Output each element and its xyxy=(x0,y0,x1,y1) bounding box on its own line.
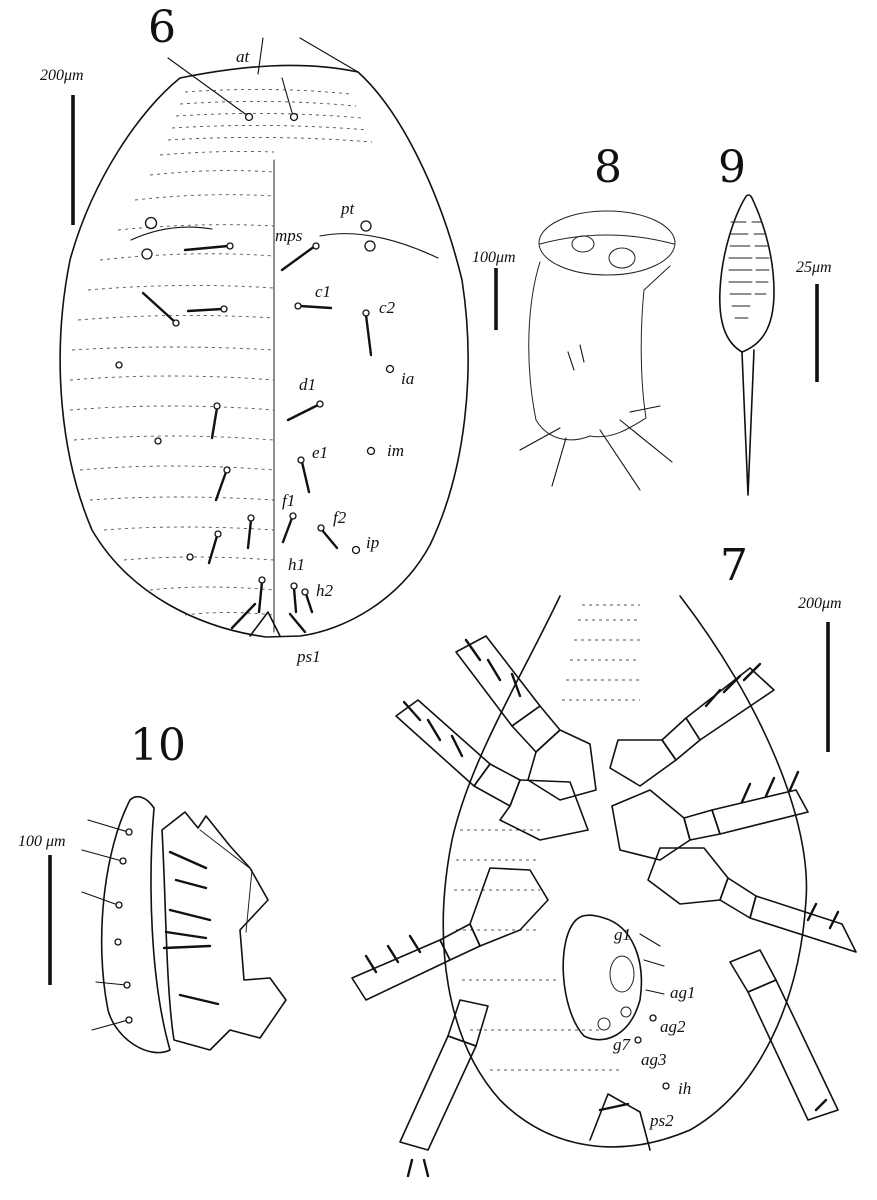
label-h2: h2 xyxy=(316,581,334,600)
aggenital-seta-ag2 xyxy=(649,1014,657,1022)
fig10-left-plate xyxy=(100,795,171,1054)
leg-III-left xyxy=(351,867,549,1001)
label-d1: d1 xyxy=(299,375,316,394)
striation-anterior xyxy=(562,604,640,701)
label-at: at xyxy=(236,47,251,66)
leg-IV-right xyxy=(729,949,839,1121)
leg-I-right xyxy=(609,662,775,787)
figure-10: 10 100 μm xyxy=(18,720,287,1054)
fig8-seta-5 xyxy=(629,405,661,413)
label-ps2: ps2 xyxy=(649,1111,674,1130)
label-ia: ia xyxy=(401,369,414,388)
figure-9: 9 25μm xyxy=(718,142,832,496)
label-g1: g1 xyxy=(614,925,631,944)
scale-label-fig6: 200μm xyxy=(40,67,84,84)
cupule-ip-left xyxy=(186,553,194,561)
pseudostigma-right xyxy=(360,220,372,232)
figure-6-dorsal-view: 6 200μm xyxy=(40,2,469,666)
figure-number-10: 10 xyxy=(130,720,186,771)
fig8-seta-2 xyxy=(551,437,567,487)
genital-acetabulum-2 xyxy=(597,1017,611,1031)
label-c1: c1 xyxy=(315,282,331,301)
figure-number-6: 6 xyxy=(148,2,176,53)
idiosoma-outline-ventral xyxy=(442,595,808,1148)
disc-opening-2 xyxy=(608,247,636,269)
scale-label-fig7: 200μm xyxy=(798,595,842,612)
genital-acetabulum-3 xyxy=(620,1006,632,1018)
leg-II-right xyxy=(611,770,809,861)
label-h1: h1 xyxy=(288,555,305,574)
fig10-right-structure xyxy=(161,811,287,1051)
label-ag1: ag1 xyxy=(670,983,696,1002)
cupule-ih xyxy=(662,1082,670,1090)
label-ag2: ag2 xyxy=(660,1017,686,1036)
scale-label-fig10: 100 μm xyxy=(18,833,66,850)
figure-number-7: 7 xyxy=(720,540,748,591)
leg-IV-left xyxy=(399,999,489,1178)
pseudostigma-right-2 xyxy=(364,240,376,252)
adanal-seta xyxy=(598,1102,630,1112)
fig10-setae xyxy=(81,819,220,1031)
fig8-seta-1 xyxy=(519,427,561,451)
fig8-seta-7 xyxy=(579,344,585,363)
disc-opening-1 xyxy=(571,235,595,253)
sensillus-left xyxy=(130,226,213,241)
cupule-im-left xyxy=(154,437,162,445)
label-ps1: ps1 xyxy=(296,647,321,666)
anal-region-ventral xyxy=(589,1093,651,1151)
label-im: im xyxy=(387,441,404,460)
cuticle-striation-dorsal xyxy=(69,88,373,616)
anterior-outline-left xyxy=(257,37,264,75)
scale-label-fig9: 25μm xyxy=(796,259,832,276)
figure-7-ventral-view: 7 200μm xyxy=(351,540,857,1178)
fig8-seta-6 xyxy=(567,351,575,371)
anterior-outline-right xyxy=(299,37,359,73)
figure-number-9: 9 xyxy=(718,142,746,193)
cupule-im xyxy=(366,446,376,456)
fig8-seta-3 xyxy=(599,429,641,491)
label-ag3: ag3 xyxy=(641,1050,667,1069)
genital-plates xyxy=(562,914,643,1041)
fig10-margin xyxy=(199,829,253,933)
leg-I-left xyxy=(455,635,597,801)
figure-8: 8 100μm xyxy=(472,142,676,491)
leg-III-right xyxy=(647,847,857,953)
fig8-seta-4 xyxy=(619,419,673,463)
label-c2: c2 xyxy=(379,298,396,317)
cupule-ia-left xyxy=(115,361,123,369)
label-mps: mps xyxy=(275,226,303,245)
label-ip: ip xyxy=(366,533,379,552)
leg-II-left xyxy=(395,699,589,841)
label-g7: g7 xyxy=(613,1035,632,1054)
scale-label-fig8: 100μm xyxy=(472,249,516,266)
pseudostigma-left xyxy=(144,216,158,230)
cupule-ip xyxy=(351,545,361,555)
label-ih: ih xyxy=(678,1079,691,1098)
sensillus-stalk xyxy=(741,349,755,496)
label-f1: f1 xyxy=(282,491,295,510)
sensillus-chambers xyxy=(728,221,770,319)
label-f2: f2 xyxy=(333,508,347,527)
cupule-ia xyxy=(385,364,395,374)
sensillus-right xyxy=(319,233,439,259)
label-e1: e1 xyxy=(312,443,328,462)
aggenital-seta-ag3 xyxy=(634,1036,642,1044)
genital-setae xyxy=(639,933,665,995)
coxal-disc xyxy=(538,210,676,276)
label-pt: pt xyxy=(340,199,356,218)
disc-rim xyxy=(539,234,675,245)
figure-number-8: 8 xyxy=(594,142,622,193)
anal-region-dorsal xyxy=(249,611,281,637)
sensillus-head xyxy=(719,194,775,353)
striation-ventral xyxy=(454,829,620,1071)
segment-body xyxy=(528,261,671,441)
genital-acetabulum-1 xyxy=(609,955,635,993)
dorsal-setae xyxy=(141,57,373,634)
pseudostigma-left-2 xyxy=(141,248,153,260)
idiosoma-outline-dorsal xyxy=(59,64,469,638)
